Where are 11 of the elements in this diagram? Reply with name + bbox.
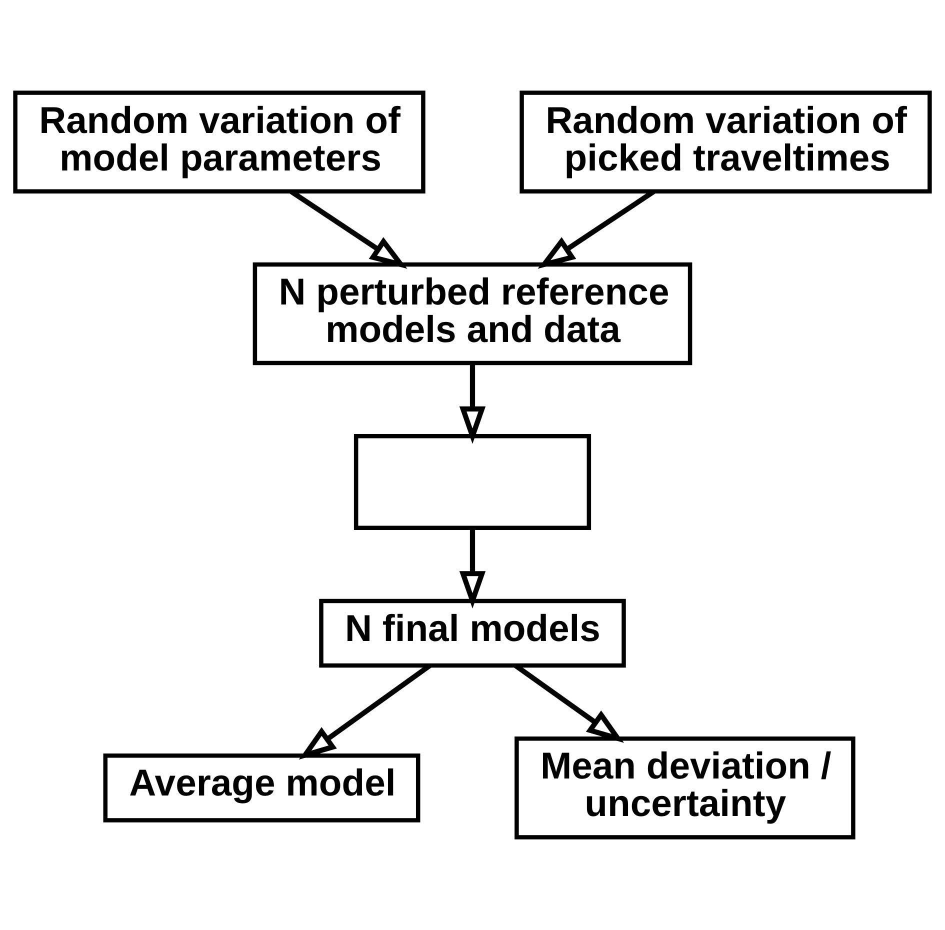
arrow <box>459 528 486 609</box>
node-box: Mean deviation / uncertainty <box>514 736 856 840</box>
arrow <box>538 189 656 269</box>
node-box <box>354 434 592 530</box>
node-box: Random variation of picked traveltimes <box>520 90 932 194</box>
node-box: N perturbed reference models and data <box>252 262 692 366</box>
arrow <box>459 363 486 444</box>
node-box: Average model <box>103 754 420 822</box>
node-box: Random variation of model parameters <box>13 90 426 194</box>
node-box: N final models <box>319 598 626 668</box>
arrow <box>290 189 408 269</box>
